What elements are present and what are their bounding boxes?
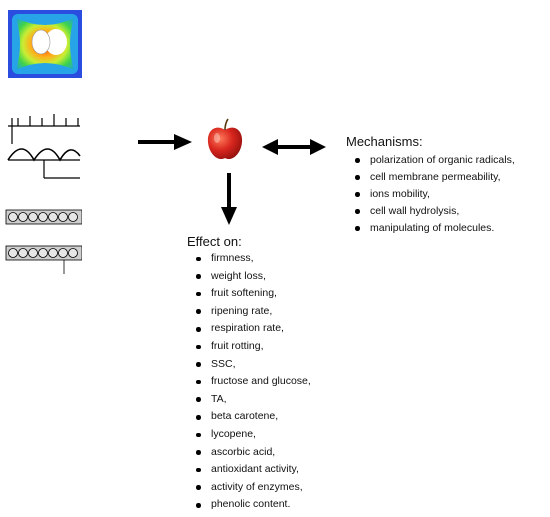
circle-chain-bottom [5,245,82,274]
waveguide-lobes [7,148,81,162]
list-item: fructose and glucose, [193,373,311,391]
list-item: manipulating of molecules. [352,220,515,237]
list-item: ascorbic acid, [193,444,311,462]
list-item: respiration rate, [193,320,311,338]
circle-chain-top [5,209,82,225]
list-item: fruit softening, [193,285,311,303]
double-arrow-mechanisms [262,139,326,155]
apple-icon [207,118,243,160]
heatmap-sample [45,29,67,55]
waveguide-slots [17,114,79,126]
list-item: phenolic content. [193,496,311,514]
list-item: polarization of organic radicals, [352,152,515,169]
list-item: cell wall hydrolysis, [352,203,515,220]
list-item: ions mobility, [352,186,515,203]
list-item: lycopene, [193,426,311,444]
waveguide-drawings [5,114,82,274]
effects-heading: Effect on: [187,234,242,249]
heatmap-sample-left [31,29,51,55]
list-item: SSC, [193,356,311,374]
list-item: activity of enzymes, [193,479,311,497]
list-item: firmness, [193,250,311,268]
list-item: ripening rate, [193,303,311,321]
list-item: antioxidant activity, [193,461,311,479]
waveguide-base [8,159,80,179]
field-heatmap-image [8,10,82,78]
list-item: weight loss, [193,268,311,286]
mechanisms-heading: Mechanisms: [346,134,423,149]
list-item: cell membrane permeability, [352,169,515,186]
effects-list: firmness, weight loss, fruit softening, … [193,250,311,514]
list-item: fruit rotting, [193,338,311,356]
list-item: beta carotene, [193,408,311,426]
arrow-to-apple [138,134,192,150]
arrow-to-effects [221,173,237,225]
mechanisms-list: polarization of organic radicals, cell m… [352,152,515,237]
list-item: TA, [193,391,311,409]
